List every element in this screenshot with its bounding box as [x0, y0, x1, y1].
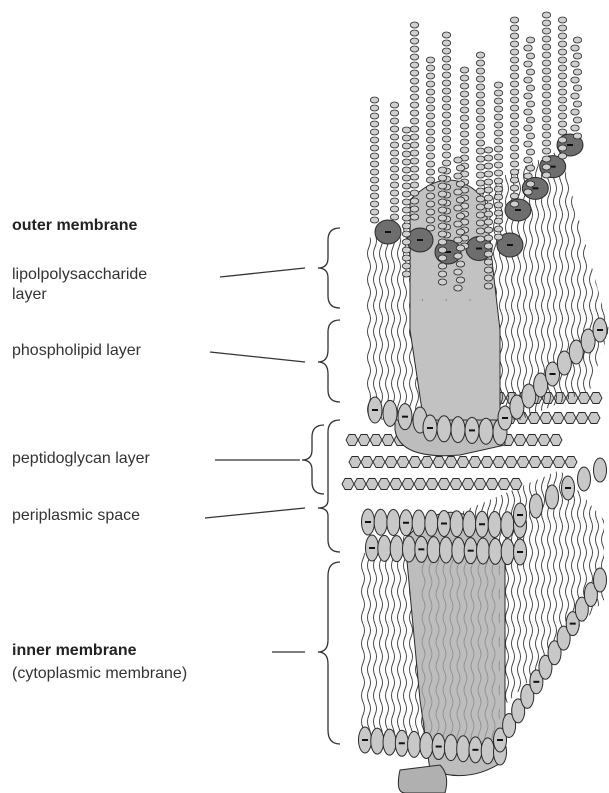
label-outer-membrane: outer membrane: [12, 216, 137, 236]
peptidoglycan-unit: [541, 457, 553, 468]
label-peptidoglycan-layer: peptidoglycan layer: [12, 449, 150, 469]
lipid-head: [578, 467, 591, 491]
inner-membrane-illustration: [359, 458, 607, 793]
lipid-head: [383, 400, 397, 426]
peptidoglycan-unit: [588, 413, 600, 424]
peptidoglycan-unit: [390, 479, 402, 490]
brace-lps: [318, 228, 340, 308]
lipid-head: [374, 509, 387, 535]
lipid-head: [530, 494, 543, 518]
peptidoglycan-unit: [378, 479, 390, 490]
lipid-head: [546, 485, 559, 509]
peptidoglycan-unit: [550, 435, 562, 446]
peptidoglycan-unit: [438, 479, 450, 490]
peptidoglycan-unit: [445, 457, 457, 468]
lipid-head: [425, 510, 438, 536]
peptidoglycan-unit: [409, 457, 421, 468]
lipid-head: [427, 537, 440, 563]
lipid-head: [403, 536, 416, 562]
peptidoglycan-unit: [529, 457, 541, 468]
outer-membrane-illustration: [365, 12, 609, 456]
label-lps-layer: lipolpolysaccharide layer: [12, 265, 147, 305]
lipid-head: [450, 511, 463, 537]
peptidoglycan-unit: [397, 457, 409, 468]
peptidoglycan-unit: [385, 457, 397, 468]
peptidoglycan-unit: [505, 457, 517, 468]
peptidoglycan-unit: [457, 457, 469, 468]
peptidoglycan-unit: [481, 457, 493, 468]
peptidoglycan-unit: [414, 479, 426, 490]
peptidoglycan-unit: [402, 479, 414, 490]
annotation-lines: [205, 228, 340, 744]
lipid-head: [440, 537, 453, 563]
peptidoglycan-unit: [553, 457, 565, 468]
peptidoglycan-unit: [498, 479, 510, 490]
lipid-head: [387, 510, 400, 536]
leader-line-phospholipid: [210, 352, 305, 362]
peptidoglycan-unit: [565, 457, 577, 468]
lipid-head: [481, 738, 494, 764]
lipid-head: [488, 512, 501, 538]
peptidoglycan-unit: [510, 479, 522, 490]
peptidoglycan-unit: [349, 457, 361, 468]
lipid-head: [451, 417, 465, 443]
peptidoglycan-unit: [493, 457, 505, 468]
peptidoglycan-unit: [450, 479, 462, 490]
peptidoglycan-unit: [382, 435, 394, 446]
brace-peptidoglycan: [302, 425, 324, 494]
lipid-head: [412, 510, 425, 536]
peptidoglycan-unit: [373, 457, 385, 468]
lipid-head: [501, 539, 514, 565]
peptidoglycan-unit: [540, 413, 552, 424]
leader-line-periplasmic: [205, 508, 305, 518]
lipid-head: [594, 458, 607, 482]
brace-inner-membrane: [318, 562, 340, 744]
label-periplasmic-space: periplasmic space: [12, 506, 140, 526]
lipid-head: [437, 416, 451, 442]
brace-phospholipid: [318, 320, 340, 402]
peptidoglycan-unit: [552, 413, 564, 424]
lipid-head: [463, 511, 476, 537]
peptidoglycan-unit: [370, 435, 382, 446]
peptidoglycan-unit: [426, 479, 438, 490]
lipid-head: [444, 735, 457, 761]
lipid-head: [457, 736, 470, 762]
brace-periplasmic: [318, 420, 340, 552]
lipid-head: [477, 538, 490, 564]
lipid-head: [489, 538, 502, 564]
lipid-head: [479, 418, 493, 444]
peptidoglycan-unit: [486, 479, 498, 490]
leader-line-lps: [220, 268, 305, 277]
peptidoglycan-unit: [354, 479, 366, 490]
peptidoglycan-unit: [358, 435, 370, 446]
peptidoglycan-unit: [469, 457, 481, 468]
peptidoglycan-unit: [342, 479, 354, 490]
lipid-head: [390, 536, 403, 562]
peptidoglycan-unit: [514, 435, 526, 446]
peptidoglycan-unit: [462, 479, 474, 490]
peptidoglycan-unit: [433, 457, 445, 468]
peptidoglycan-unit: [366, 479, 378, 490]
peptidoglycan-unit: [526, 435, 538, 446]
peptidoglycan-unit: [346, 435, 358, 446]
peptidoglycan-unit: [517, 457, 529, 468]
peptidoglycan-unit: [576, 413, 588, 424]
peptidoglycan-unit: [421, 457, 433, 468]
label-inner-membrane: inner membrane: [12, 641, 136, 661]
lipid-head: [501, 512, 514, 538]
lipid-head: [378, 535, 391, 561]
lipid-head: [383, 729, 396, 755]
lipid-head: [594, 568, 607, 592]
lipid-head: [452, 537, 465, 563]
lipid-head: [371, 728, 384, 754]
lipid-head: [408, 731, 421, 757]
peptidoglycan-unit: [361, 457, 373, 468]
label-phospholipid-layer: phospholipid layer: [12, 341, 141, 361]
peptidoglycan-unit: [564, 413, 576, 424]
lipid-head: [420, 732, 433, 758]
label-inner-membrane-sub: (cytoplasmic membrane): [12, 664, 187, 684]
peptidoglycan-unit: [538, 435, 550, 446]
peptidoglycan-unit: [590, 393, 602, 404]
peptidoglycan-unit: [474, 479, 486, 490]
